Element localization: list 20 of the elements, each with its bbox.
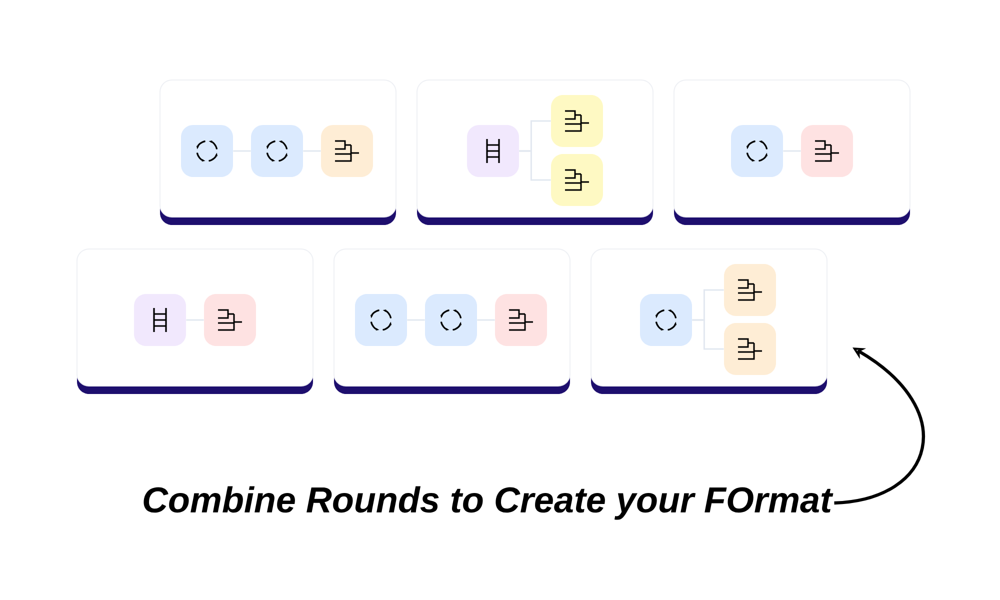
tile	[801, 125, 853, 177]
tile	[731, 125, 784, 177]
tile	[495, 294, 547, 346]
tile	[724, 323, 776, 375]
tile	[724, 264, 776, 316]
connector-line	[692, 319, 724, 350]
tile	[204, 294, 256, 346]
tile	[467, 125, 519, 177]
tile	[640, 294, 692, 346]
tile	[551, 95, 603, 147]
tile	[425, 294, 477, 346]
tile	[181, 125, 233, 177]
tile	[355, 294, 407, 346]
tile	[551, 154, 603, 206]
tile	[134, 294, 186, 346]
tile	[321, 125, 373, 177]
connector-line	[519, 150, 551, 181]
tile	[251, 125, 303, 177]
caption-text: Combine Rounds to Create your FOrmat	[144, 486, 834, 520]
curved-arrow	[834, 348, 925, 505]
